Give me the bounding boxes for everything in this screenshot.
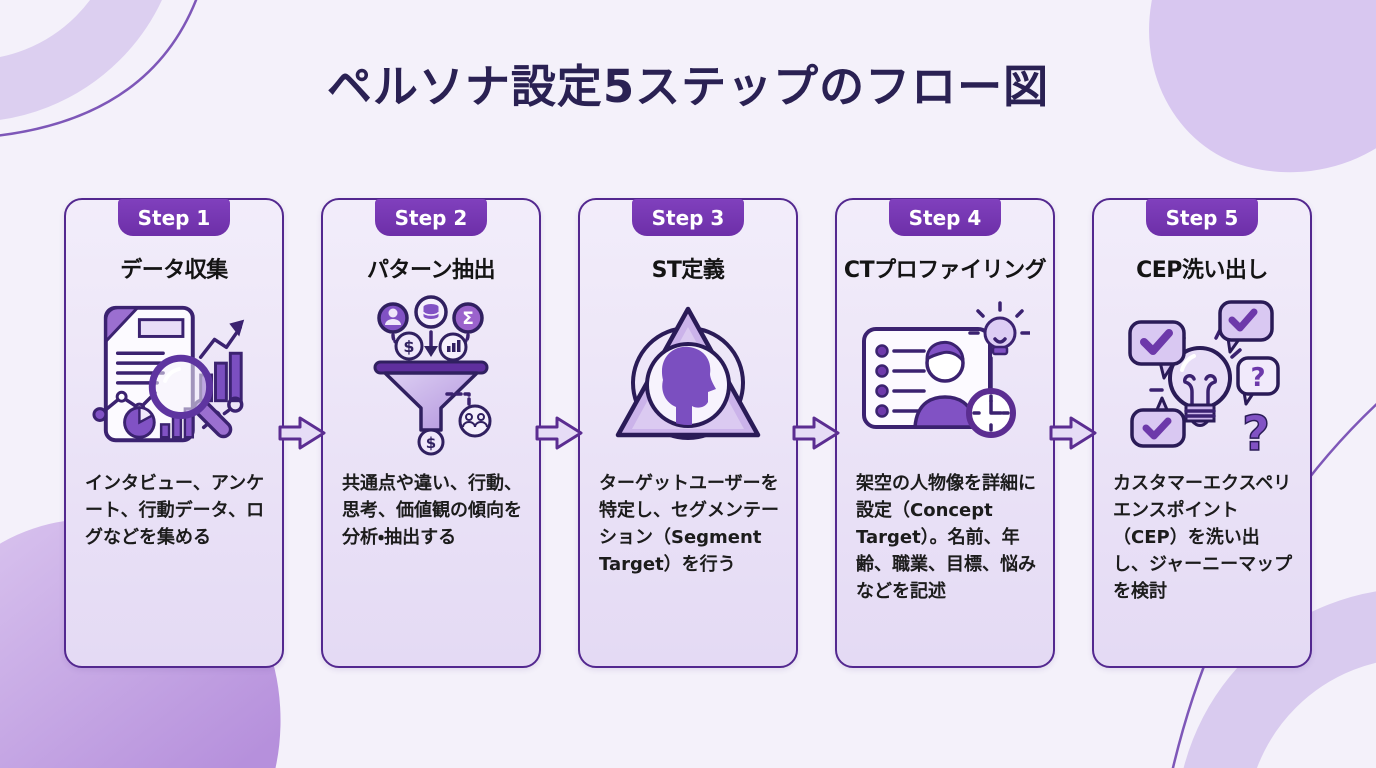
flow-arrow-1 xyxy=(278,198,325,668)
step-badge: Step 2 xyxy=(375,199,487,236)
step-description: ターゲットユーザーを特定し、セグメンテーション（Segment Target）を… xyxy=(599,473,779,575)
page-title: ペルソナ設定5ステップのフロー図 xyxy=(326,60,1050,113)
step-card-5: Step 5 CEP洗い出し xyxy=(1092,198,1312,668)
flow-arrow-2 xyxy=(535,198,582,668)
step-title: ST定義 xyxy=(651,258,725,283)
svg-text:$: $ xyxy=(403,337,414,356)
step-description: 共通点や違い、行動、思考、価値観の傾向を分析・抽出する xyxy=(342,473,522,548)
step-title: パターン抽出 xyxy=(367,258,495,283)
arrow-right-icon xyxy=(278,416,325,450)
arrow-right-icon xyxy=(535,416,582,450)
funnel-icon: Σ $ xyxy=(351,286,511,464)
step-title: データ収集 xyxy=(120,258,228,283)
step-title: CEP洗い出し xyxy=(1136,258,1268,283)
step-badge: Step 3 xyxy=(632,199,744,236)
step-description: 架空の人物像を詳細に設定（Concept Target）。名前、年齢、職業、目標… xyxy=(856,473,1036,602)
persona-triangle-icon xyxy=(608,286,768,464)
flow-arrow-4 xyxy=(1049,198,1096,668)
svg-text:?: ? xyxy=(1250,363,1265,393)
svg-text:?: ? xyxy=(1242,406,1270,456)
step-description: カスタマーエクスペリエンスポイント（CEP）を洗い出し、ジャーニーマップを検討 xyxy=(1113,473,1293,602)
step-description: インタビュー、アンケート、行動データ、ログなどを集める xyxy=(85,473,265,548)
step-title: CTプロファイリング xyxy=(843,258,1047,283)
step-badge: Step 1 xyxy=(118,199,230,236)
flow-diagram: Step 1 データ収集 xyxy=(64,198,1312,668)
profile-card-icon xyxy=(860,286,1030,464)
step-card-4: Step 4 CTプロファイリング xyxy=(835,198,1055,668)
arrow-right-icon xyxy=(1049,416,1096,450)
step-badge: Step 4 xyxy=(889,199,1001,236)
flow-arrow-3 xyxy=(792,198,839,668)
svg-text:Σ: Σ xyxy=(462,309,474,329)
step-card-2: Step 2 パターン抽出 Σ xyxy=(321,198,541,668)
step-badge: Step 5 xyxy=(1146,199,1258,236)
step-card-1: Step 1 データ収集 xyxy=(64,198,284,668)
document-analytics-icon xyxy=(90,286,258,464)
lightbulb-questions-icon: ? ? xyxy=(1122,286,1282,464)
step-card-3: Step 3 ST定義 ターゲットユーザーを特定し、セグメンテーション（Segm… xyxy=(578,198,798,668)
svg-text:$: $ xyxy=(426,434,436,452)
arrow-right-icon xyxy=(792,416,839,450)
